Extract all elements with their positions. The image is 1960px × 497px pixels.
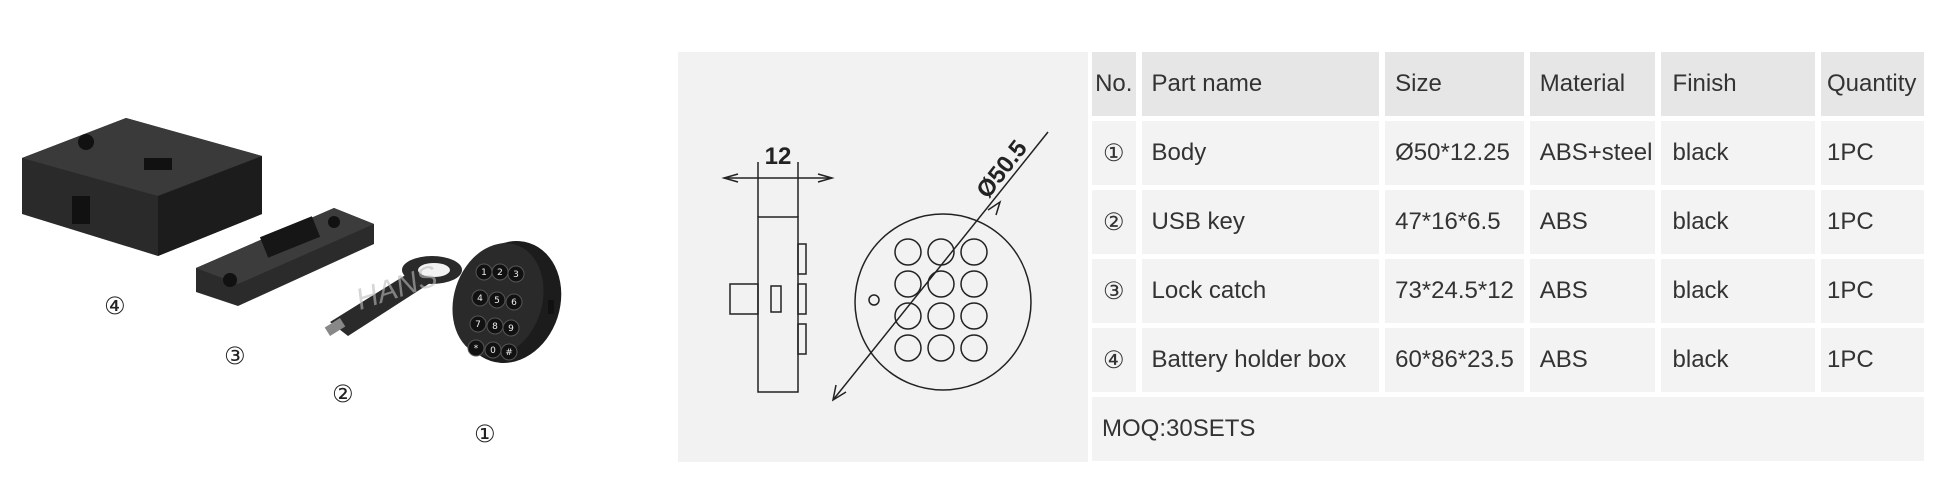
cell-finish: black	[1660, 121, 1816, 185]
keypad-body-image: 1 2 3 4 5 6 7 8 9 * 0 #	[452, 241, 562, 363]
technical-drawing: 12 Ø50.5	[678, 52, 1088, 462]
cell-quantity: 1PC	[1821, 328, 1924, 392]
label-lock-catch: ③	[224, 342, 246, 370]
cell-no: ③	[1092, 259, 1136, 323]
watermark: HANS	[352, 260, 441, 317]
product-illustration: 1 2 3 4 5 6 7 8 9 * 0 # HANS ④ ③ ② ①	[22, 118, 562, 448]
spec-table: No. Part name Size Material Finish Quant…	[1092, 52, 1924, 462]
table-row: ① Body Ø50*12.25 ABS+steel black 1PC	[1092, 121, 1924, 190]
usb-key-image	[324, 256, 462, 337]
keypad-key: 8	[492, 322, 498, 332]
battery-holder-box-image	[22, 118, 262, 256]
cell-finish: black	[1660, 328, 1816, 392]
cell-no: ②	[1092, 190, 1136, 254]
cell-material: ABS	[1529, 190, 1655, 254]
cell-part-name: Battery holder box	[1141, 328, 1380, 392]
cell-no: ①	[1092, 121, 1136, 185]
dimension-drawing: 12 Ø50.5	[721, 131, 1049, 402]
keypad-key: 9	[508, 324, 514, 334]
keypad-key: 6	[511, 298, 517, 308]
cell-finish: black	[1660, 190, 1816, 254]
header-quantity: Quantity	[1821, 52, 1924, 116]
cell-part-name: Body	[1141, 121, 1380, 185]
cell-part-name: USB key	[1141, 190, 1380, 254]
keypad-key: 5	[494, 296, 500, 306]
header-size: Size	[1385, 52, 1524, 116]
keypad-key: 7	[475, 320, 481, 330]
header-material: Material	[1529, 52, 1655, 116]
header-part-name: Part name	[1141, 52, 1380, 116]
label-battery-box: ④	[104, 292, 126, 320]
cell-size: 47*16*6.5	[1385, 190, 1524, 254]
cell-finish: black	[1660, 259, 1816, 323]
cell-material: ABS	[1529, 328, 1655, 392]
cell-part-name: Lock catch	[1141, 259, 1380, 323]
width-dimension-label: 12	[765, 143, 792, 170]
cell-size: Ø50*12.25	[1385, 121, 1524, 185]
cell-material: ABS	[1529, 259, 1655, 323]
table-row: ② USB key 47*16*6.5 ABS black 1PC	[1092, 190, 1924, 259]
lock-catch-image	[196, 208, 374, 306]
table-row: ③ Lock catch 73*24.5*12 ABS black 1PC	[1092, 259, 1924, 328]
keypad-key: 1	[481, 268, 487, 278]
table-header-row: No. Part name Size Material Finish Quant…	[1092, 52, 1924, 121]
cell-size: 60*86*23.5	[1385, 328, 1524, 392]
keypad-key: *	[474, 344, 479, 354]
cell-no: ④	[1092, 328, 1136, 392]
keypad-key: 4	[477, 294, 483, 304]
keypad-key: 0	[490, 346, 496, 356]
keypad-key: #	[505, 348, 513, 358]
cell-material: ABS+steel	[1529, 121, 1655, 185]
cell-quantity: 1PC	[1821, 259, 1924, 323]
cell-quantity: 1PC	[1821, 121, 1924, 185]
diameter-dimension-label: Ø50.5	[971, 135, 1033, 203]
cell-quantity: 1PC	[1821, 190, 1924, 254]
moq-note: MOQ:30SETS	[1092, 397, 1924, 461]
cell-size: 73*24.5*12	[1385, 259, 1524, 323]
table-row: ④ Battery holder box 60*86*23.5 ABS blac…	[1092, 328, 1924, 397]
keypad-key: 3	[513, 270, 519, 280]
keypad-key: 2	[497, 268, 503, 278]
label-body: ①	[474, 420, 496, 448]
product-photo: 1 2 3 4 5 6 7 8 9 * 0 # HANS ④ ③ ② ①	[0, 0, 680, 497]
header-no: No.	[1092, 52, 1136, 116]
header-finish: Finish	[1660, 52, 1816, 116]
label-usb-key: ②	[332, 380, 354, 408]
